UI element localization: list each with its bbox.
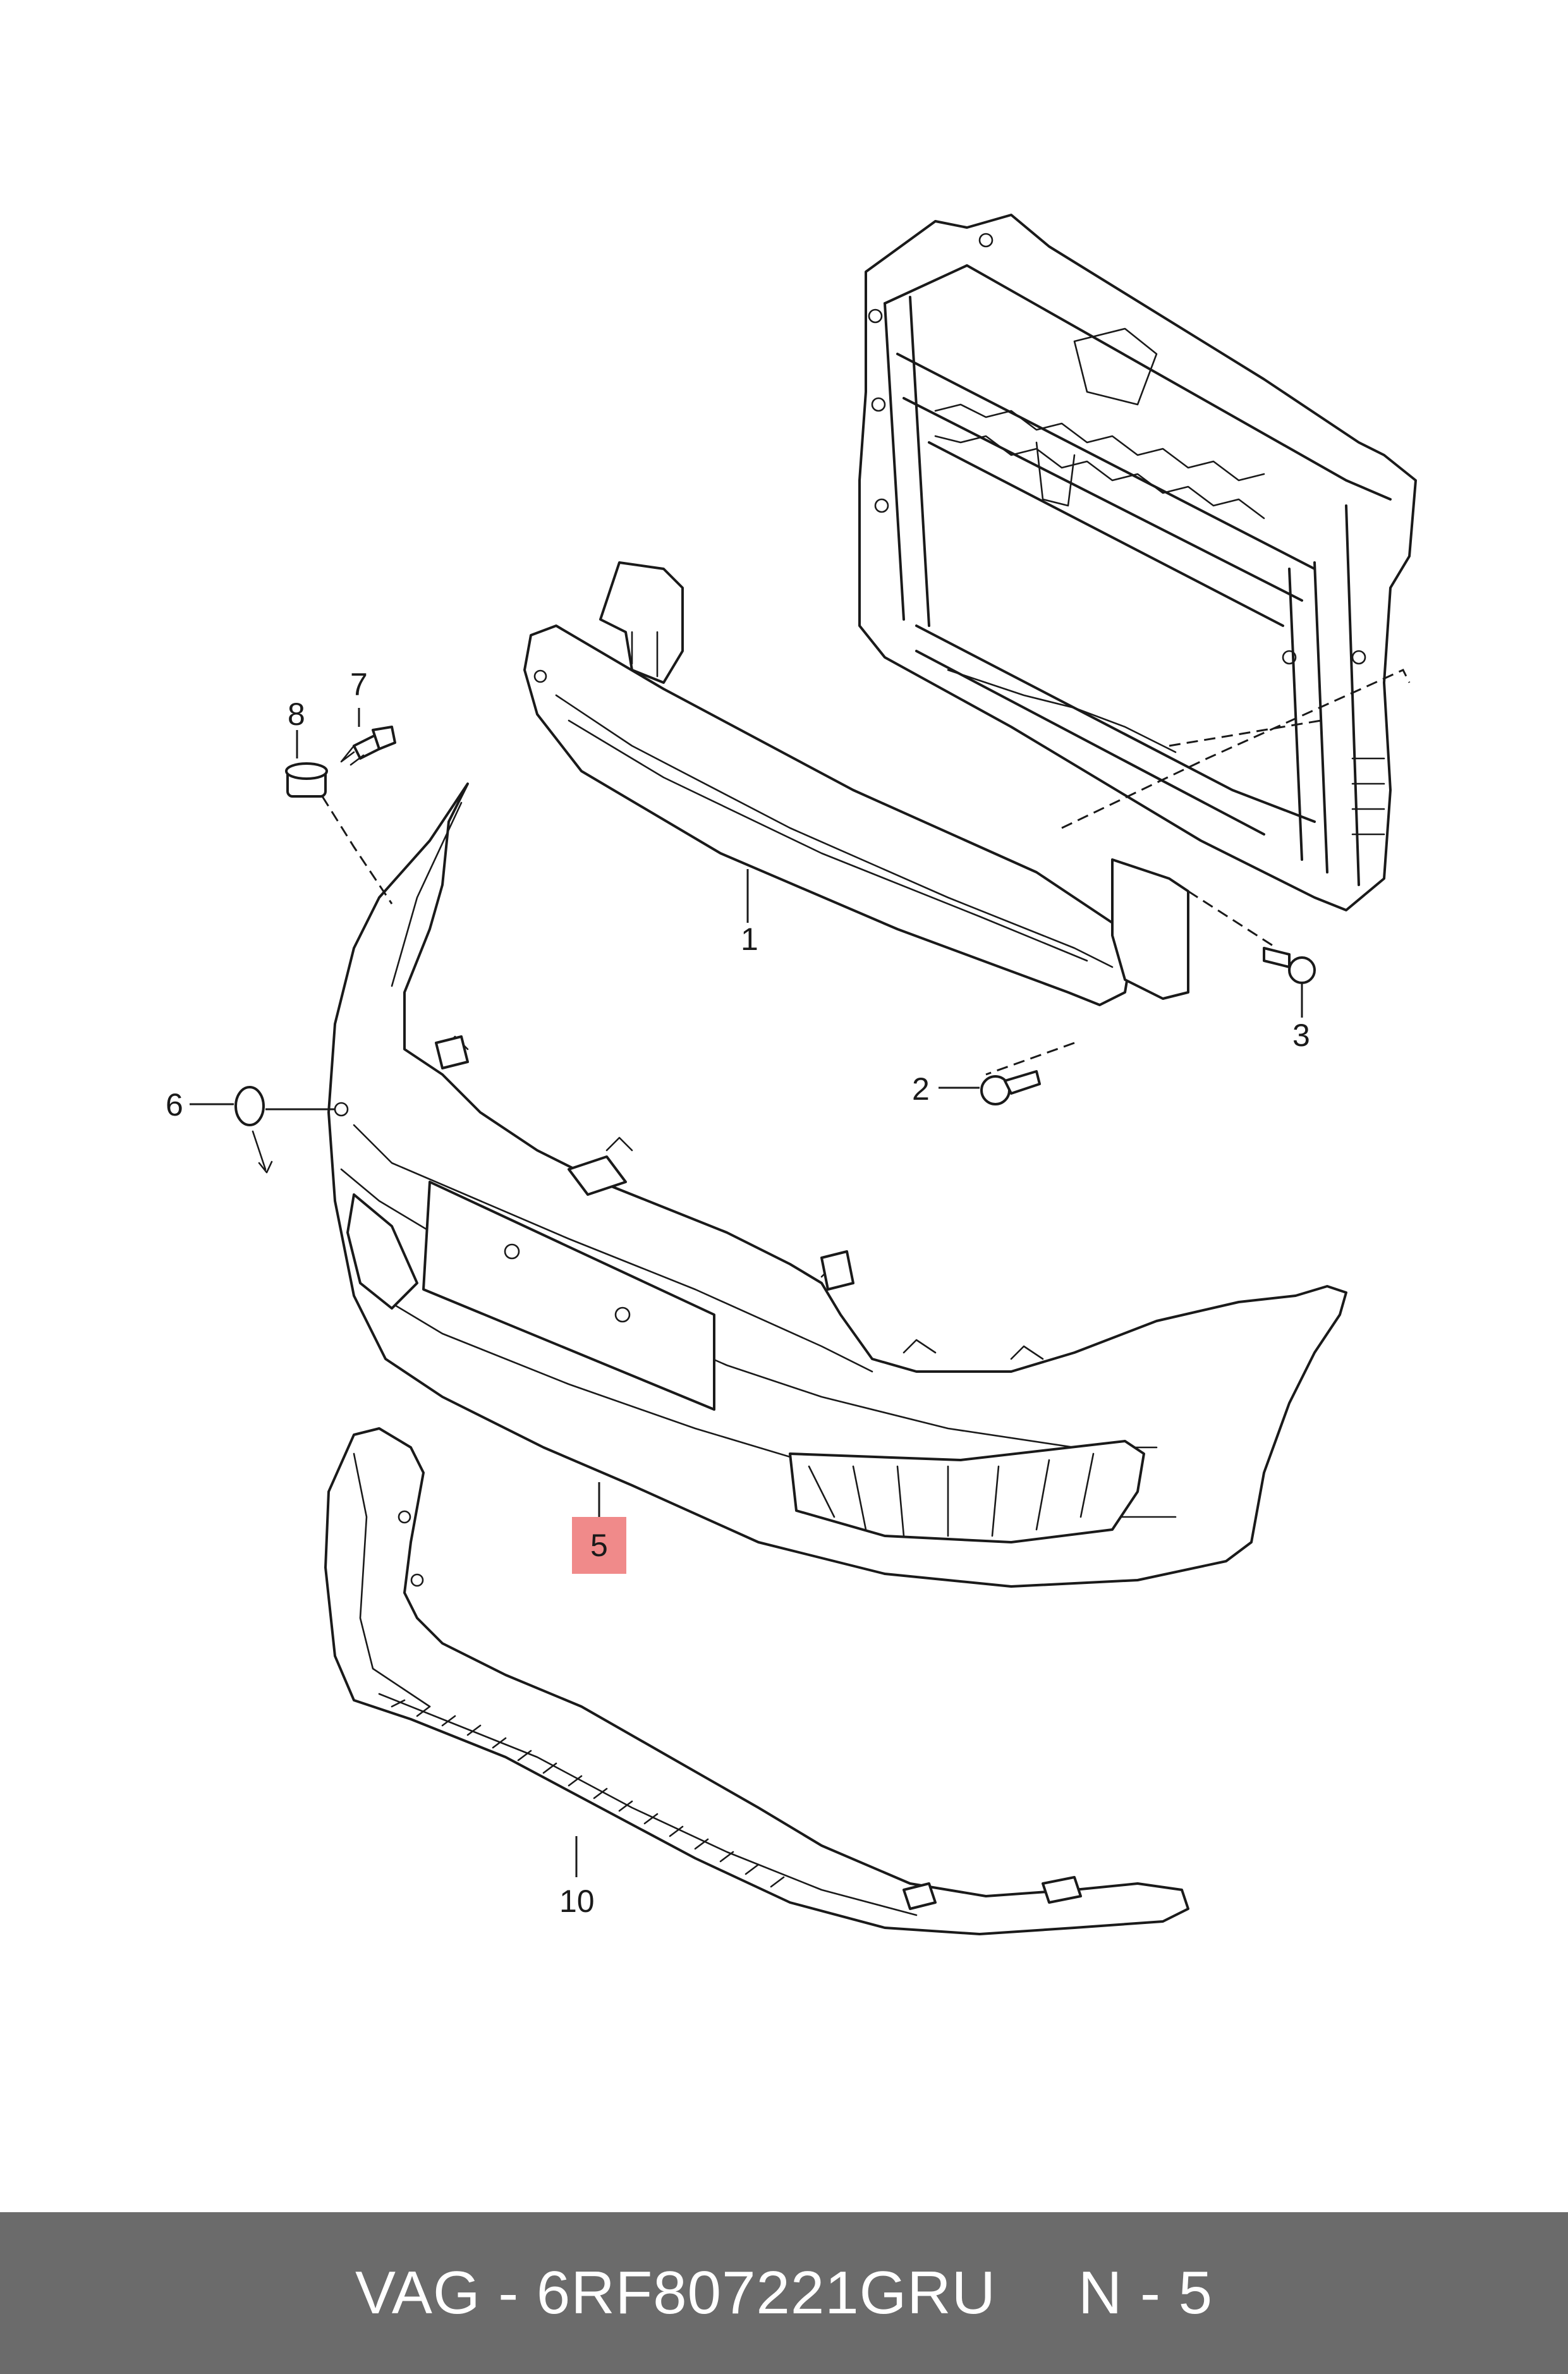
callout-3: 3 [1292, 1018, 1310, 1053]
part-number-text: VAG - 6RF807221GRU [355, 2259, 996, 2327]
bumper-cover-drawing [327, 782, 1347, 1588]
part-number-footer: VAG - 6RF807221GRU N - 5 [0, 2212, 1568, 2374]
callout-8: 8 [288, 697, 305, 732]
part-5-highlight [572, 1517, 626, 1574]
bolt-2-drawing [980, 1070, 1041, 1105]
callout-5: 5 [590, 1528, 608, 1563]
lower-spoiler-drawing [324, 1427, 1189, 1935]
screw-7-drawing [340, 726, 396, 766]
position-text: N - 5 [1078, 2259, 1213, 2327]
bumper-reinforcement-drawing [523, 561, 1189, 1006]
bolt-3-drawing [1263, 947, 1316, 984]
exploded-parts-diagram: 1 2 3 5 6 7 8 10 [166, 214, 1417, 1935]
front-carrier-drawing [858, 214, 1417, 911]
callout-1: 1 [741, 922, 758, 957]
leader-6 [190, 1103, 335, 1111]
callout-6: 6 [166, 1087, 183, 1123]
callout-7: 7 [350, 667, 368, 702]
nut-8-drawing [285, 762, 328, 798]
callout-10: 10 [559, 1884, 595, 1919]
callout-2: 2 [912, 1071, 930, 1107]
cap-6-drawing [234, 1086, 273, 1174]
